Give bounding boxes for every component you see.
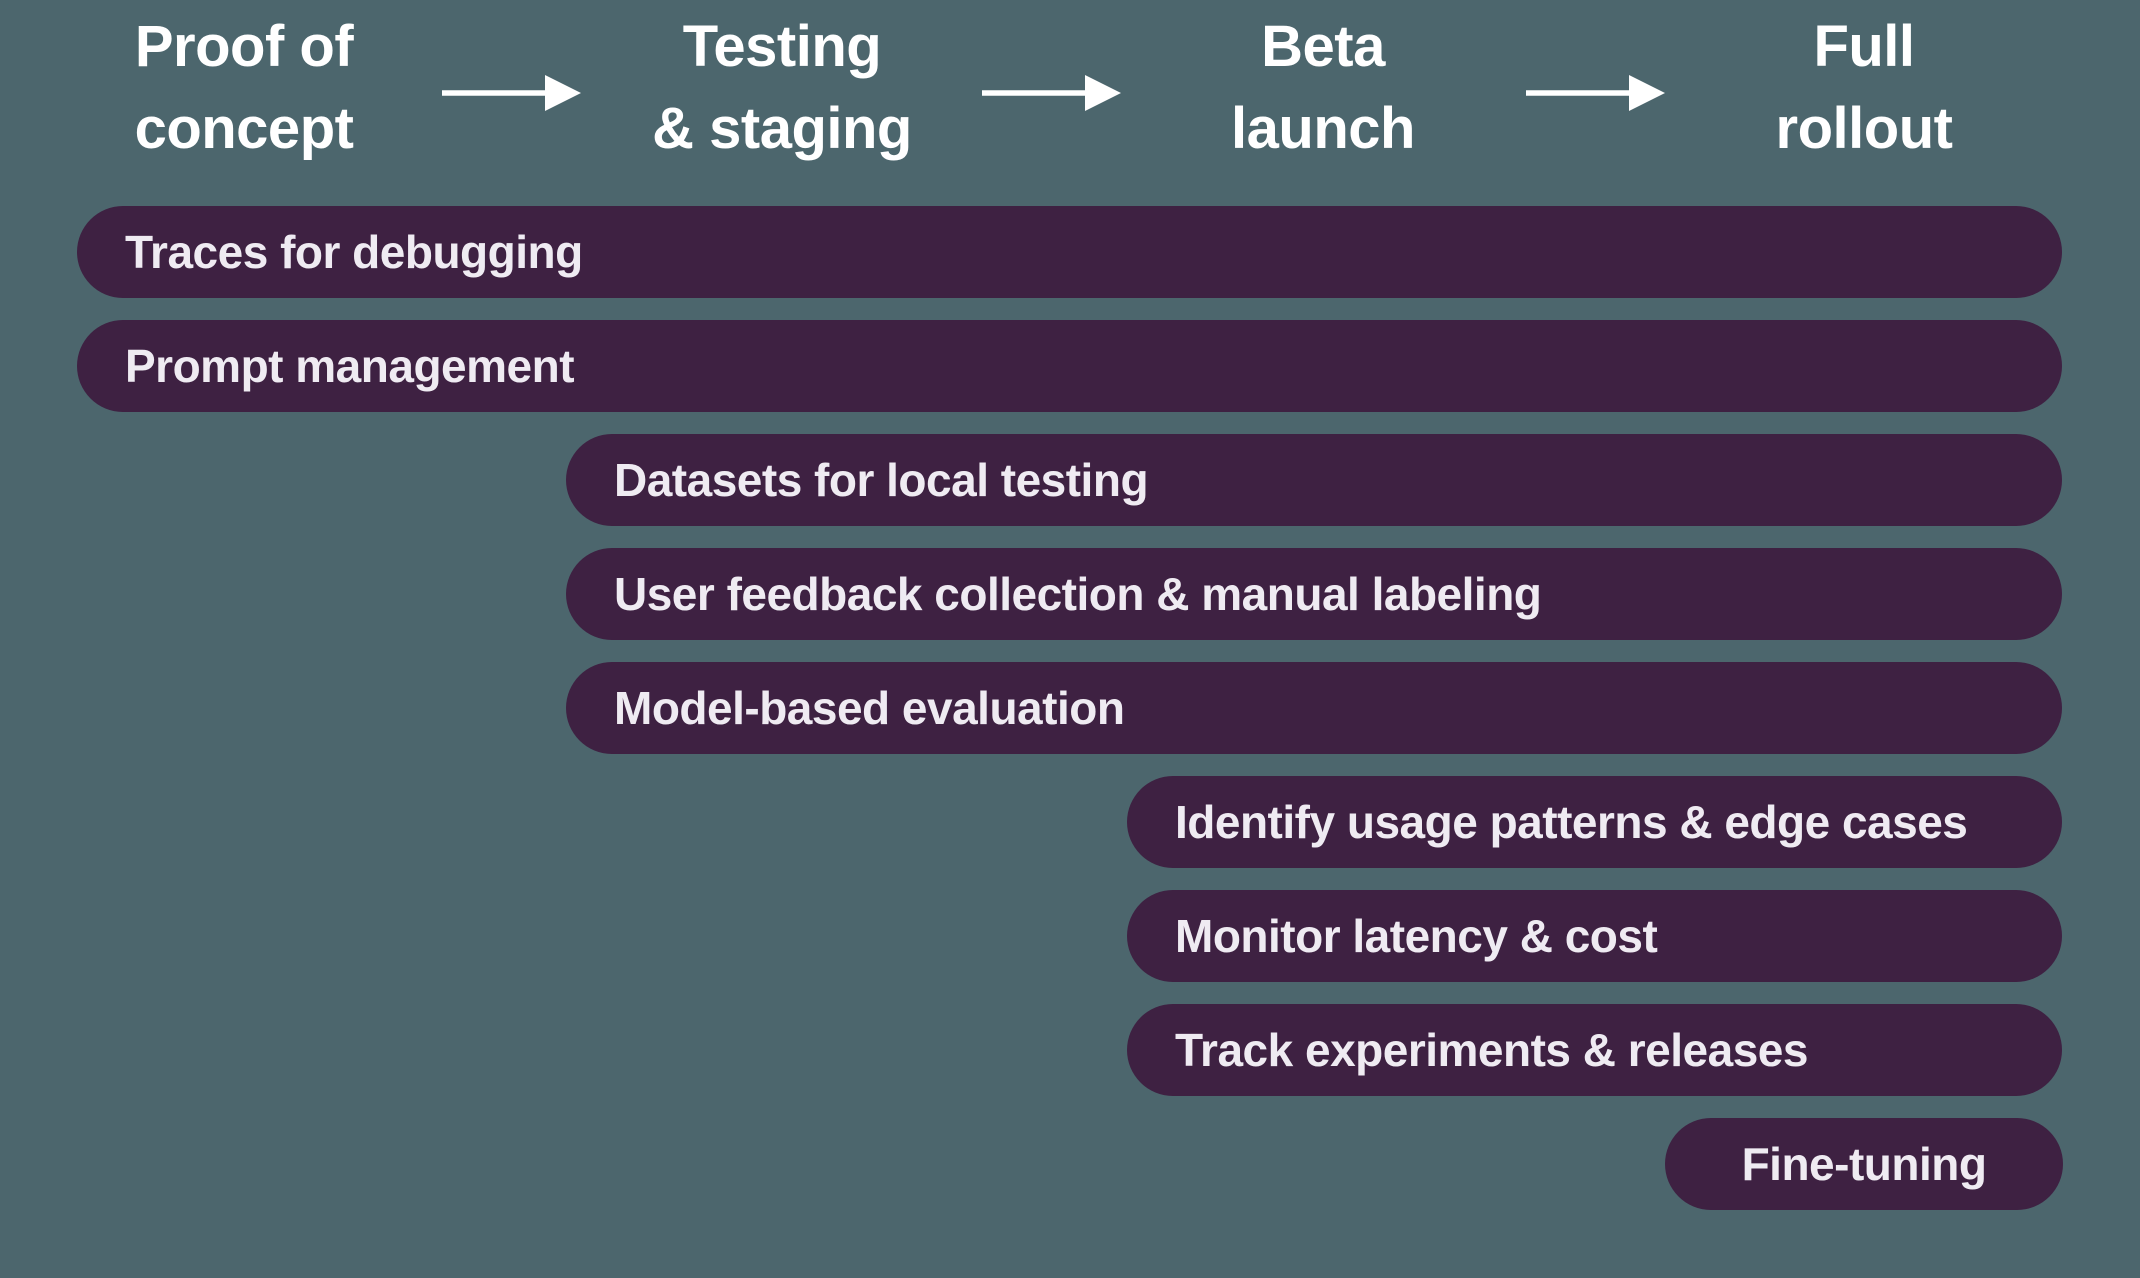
stage-label-line: Beta <box>1261 14 1385 79</box>
bar-label: Prompt management <box>125 340 575 392</box>
bar-track-experiments-releases: Track experiments & releases <box>1127 1004 2062 1096</box>
bar-monitor-latency-cost: Monitor latency & cost <box>1127 890 2062 982</box>
bar-label: Model-based evaluation <box>614 682 1125 734</box>
bar-label: Datasets for local testing <box>614 454 1149 506</box>
stage-label-line: & staging <box>652 96 912 161</box>
stage-label-line: rollout <box>1775 96 1953 161</box>
stage-header-proof-of-concept: Proof of concept <box>24 6 464 170</box>
stage-label-line: Proof of <box>134 14 354 79</box>
bar-label: Traces for debugging <box>125 226 583 278</box>
bar-label: Fine-tuning <box>1741 1138 1987 1190</box>
stage-label-line: launch <box>1231 96 1415 161</box>
bar-label: Monitor latency & cost <box>1175 910 1658 962</box>
stage-label-line: Testing <box>682 14 882 79</box>
bar-label: Identify usage patterns & edge cases <box>1175 796 1968 848</box>
bar-label: Track experiments & releases <box>1175 1024 1808 1076</box>
arrow-right-icon <box>982 75 1121 111</box>
bar-traces-for-debugging: Traces for debugging <box>77 206 2062 298</box>
arrow-right-icon <box>442 75 581 111</box>
stage-header-full-rollout: Full rollout <box>1644 6 2084 170</box>
bar-prompt-management: Prompt management <box>77 320 2062 412</box>
arrow-right-icon <box>1526 75 1665 111</box>
bar-identify-usage-patterns-edge-cases: Identify usage patterns & edge cases <box>1127 776 2062 868</box>
bar-label: User feedback collection & manual labeli… <box>614 568 1542 620</box>
bar-model-based-evaluation: Model-based evaluation <box>566 662 2062 754</box>
stage-header-testing-staging: Testing & staging <box>562 6 1002 170</box>
stage-label-line: concept <box>134 96 354 161</box>
stage-label-line: Full <box>1813 14 1915 79</box>
bar-datasets-for-local-testing: Datasets for local testing <box>566 434 2062 526</box>
stage-header-beta-launch: Beta launch <box>1103 6 1543 170</box>
bar-user-feedback-collection-manual-labeling: User feedback collection & manual labeli… <box>566 548 2062 640</box>
bar-fine-tuning: Fine-tuning <box>1665 1118 2063 1210</box>
